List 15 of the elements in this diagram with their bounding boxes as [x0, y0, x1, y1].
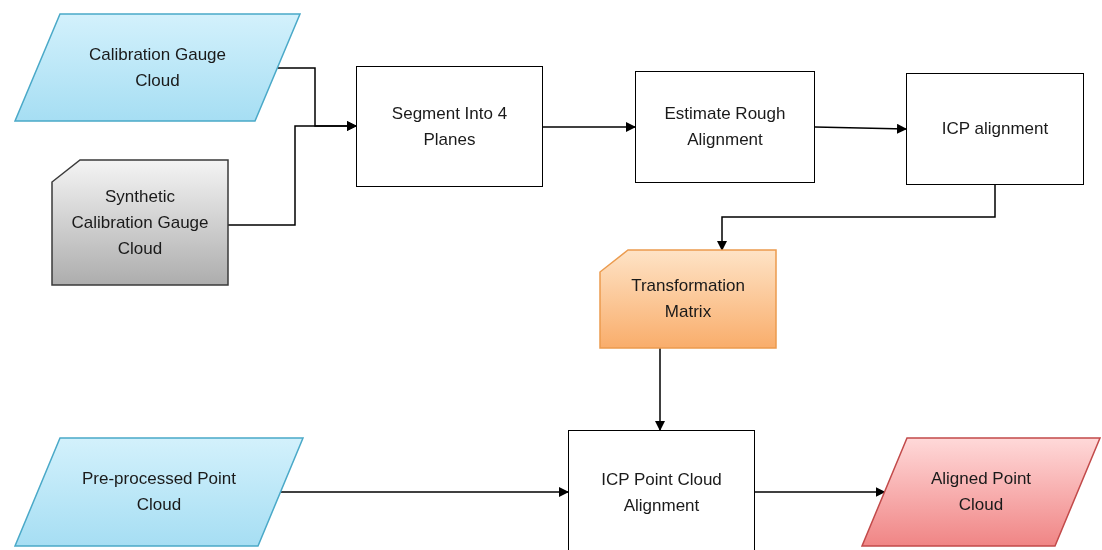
process-box: Estimate Rough Alignment	[635, 71, 815, 183]
arrow	[279, 487, 569, 497]
data-parallelogram: Calibration Gauge Cloud	[15, 14, 300, 121]
document-card: Synthetic Calibration Gauge Cloud	[52, 160, 228, 285]
process-box: Segment Into 4 Planes	[356, 66, 543, 187]
process-box: ICP alignment	[906, 73, 1084, 185]
document-card: Transformation Matrix	[600, 250, 776, 348]
arrow	[814, 123, 907, 134]
arrow	[754, 487, 886, 497]
process-box: ICP Point Cloud Alignment	[568, 430, 755, 550]
data-parallelogram: Aligned Point Cloud	[862, 438, 1100, 546]
data-parallelogram: Pre-processed Point Cloud	[15, 438, 303, 546]
arrow	[542, 122, 636, 132]
arrow	[717, 184, 996, 251]
arrow	[655, 347, 665, 431]
